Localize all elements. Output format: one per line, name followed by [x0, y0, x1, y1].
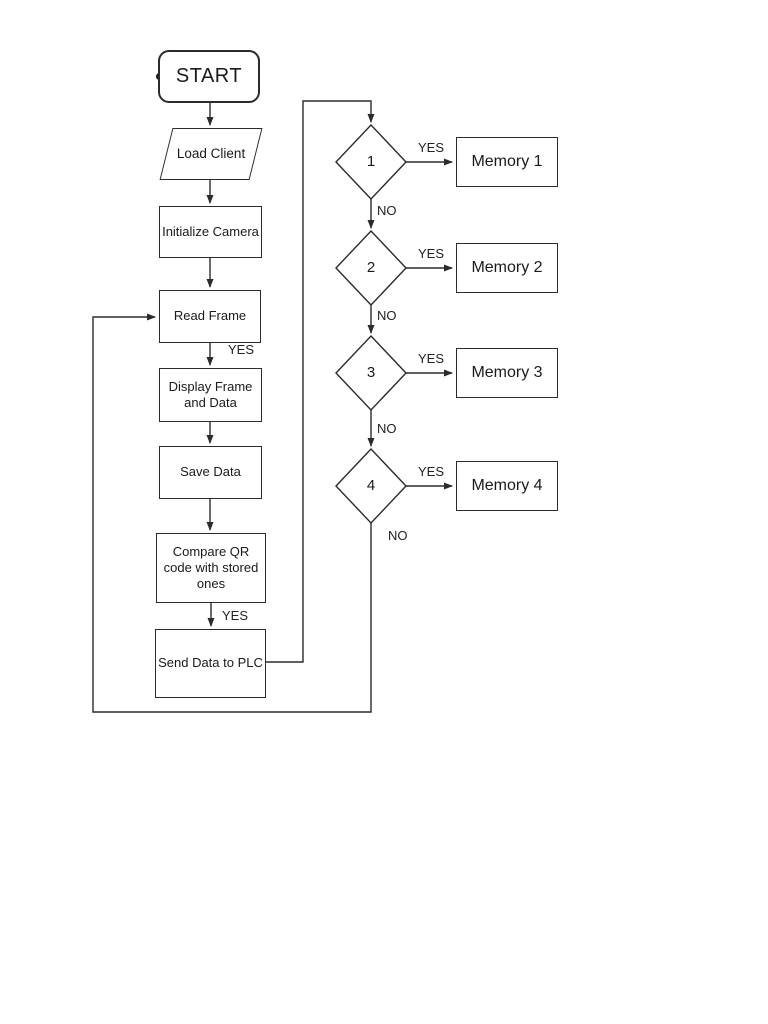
- node-memory-3: Memory 3: [456, 348, 558, 398]
- edge-label-decision-1-yes: YES: [418, 140, 445, 155]
- node-memory-4: Memory 4: [456, 461, 558, 511]
- edge-label-decision-4-no: NO: [388, 528, 408, 543]
- node-save-data: Save Data: [159, 446, 262, 499]
- edge-label-decision-3-yes: YES: [418, 351, 445, 366]
- edge-label-read-frame-yes: YES: [228, 342, 255, 357]
- edge-label-decision-4-yes: YES: [418, 464, 445, 479]
- edge-label-decision-1-no: NO: [377, 203, 397, 218]
- decision-3-shape: [335, 334, 407, 412]
- node-read-frame: Read Frame: [159, 290, 261, 343]
- edge-label-decision-2-yes: YES: [418, 246, 445, 261]
- edge-label-compare-qr-yes: YES: [222, 608, 249, 623]
- node-load-client: Load Client: [159, 128, 263, 180]
- node-compare-qr-code: Compare QR code with stored ones: [156, 533, 266, 603]
- decision-2-label: 2: [366, 259, 376, 276]
- node-display-frame-and-data: Display Frame and Data: [159, 368, 262, 422]
- node-send-data-to-plc: Send Data to PLC: [155, 629, 266, 698]
- node-start: START: [158, 50, 260, 103]
- node-memory-1: Memory 1: [456, 137, 558, 187]
- decision-3-label: 3: [366, 364, 376, 381]
- node-initialize-camera: Initialize Camera: [159, 206, 262, 258]
- decision-4-shape: [335, 447, 407, 525]
- decision-4-label: 4: [366, 477, 376, 494]
- decision-1-shape: [335, 123, 407, 201]
- edge-label-decision-2-no: NO: [377, 308, 397, 323]
- edge-label-decision-3-no: NO: [377, 421, 397, 436]
- decision-2-shape: [335, 229, 407, 307]
- edge-decision-4-to-read-frame-feedback: [92, 313, 372, 713]
- edge-send-plc-to-decision-1: [266, 100, 375, 663]
- node-memory-2: Memory 2: [456, 243, 558, 293]
- decision-1-label: 1: [366, 153, 376, 170]
- node-load-client-label: Load Client: [176, 145, 246, 161]
